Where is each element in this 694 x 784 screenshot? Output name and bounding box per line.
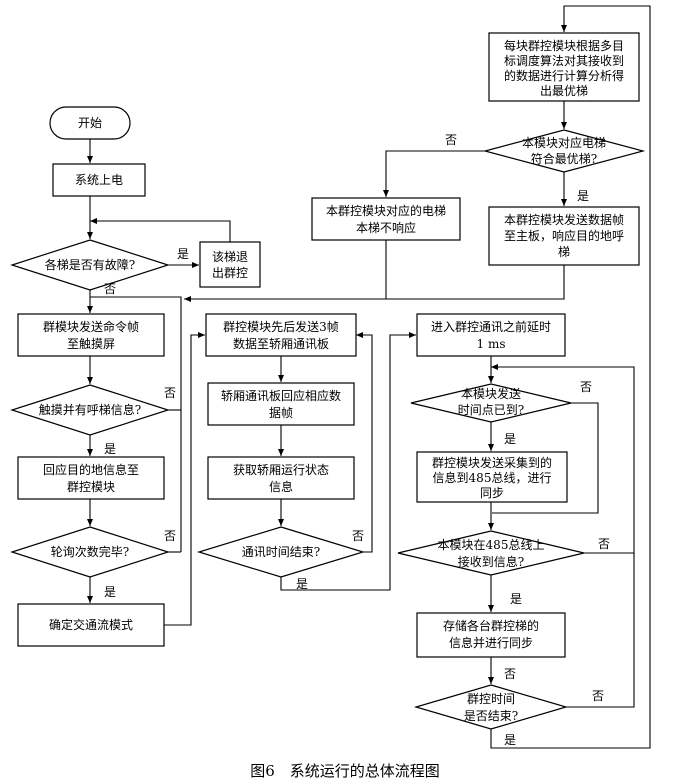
reply-dest-line1: 回应目的地信息至 (43, 462, 139, 477)
best-check-line2: 符合最优梯? (531, 151, 597, 166)
fault-yes-label: 是 (177, 247, 189, 261)
send-485-line3: 同步 (480, 486, 504, 500)
poll-yes-label: 是 (104, 585, 116, 599)
car-status-line1: 获取轿厢运行状态 (233, 462, 329, 477)
touch-no-label: 否 (164, 386, 176, 400)
determine-traffic-label: 确定交通流模式 (49, 617, 133, 632)
send-cmd-touch-line2: 至触摸屏 (67, 337, 115, 351)
calc-best-line2: 标调度算法对其接收到 (504, 53, 624, 68)
send-485-line1: 群控模块发送采集到的 (432, 455, 552, 470)
send-3frames-line2: 数据至轿厢通讯板 (233, 336, 329, 351)
comm-time-label: 通讯时间结束? (242, 545, 320, 559)
no-response-line1: 本群控模块对应的电梯 (326, 203, 446, 218)
calc-best-line1: 每块群控模块根据多目 (504, 38, 624, 53)
send-time-line2: 时间点已到? (458, 403, 524, 417)
send-485-box (416, 451, 568, 503)
comm-no-label: 否 (352, 529, 364, 543)
recv-no-label: 否 (598, 537, 610, 551)
power-on-label: 系统上电 (75, 173, 123, 187)
best-yes-label: 是 (577, 189, 589, 203)
calc-best-line3: 的数据进行计算分析得 (504, 68, 624, 83)
group-end-no-label: 否 (592, 689, 604, 703)
fault-no-label: 否 (104, 282, 116, 296)
start-label: 开始 (78, 116, 102, 130)
recv-yes-label: 是 (510, 592, 522, 606)
car-reply-box (207, 382, 355, 426)
send-time-yes-label: 是 (504, 432, 516, 446)
power-on-box (52, 163, 146, 197)
calc-best-box (488, 32, 640, 102)
send-main-line3: 梯 (558, 245, 570, 259)
store-no-label: 否 (504, 667, 516, 681)
comm-yes-label: 是 (296, 577, 308, 591)
poll-no-label: 否 (164, 529, 176, 543)
exit-group-box (199, 241, 261, 288)
send-time-line1: 本模块发送 (461, 386, 521, 401)
send-time-no-label: 否 (580, 380, 592, 394)
store-sync-box (416, 612, 566, 658)
exit-group-line2: 出群控 (212, 266, 248, 280)
exit-group-line1: 该梯退 (212, 250, 248, 264)
send-main-line1: 本群控模块发送数据帧 (504, 212, 624, 227)
recv-485-line1: 本模块在485总线上 (438, 538, 545, 552)
send-3frames-line1: 群控模块先后发送3帧 (223, 319, 339, 334)
reply-dest-line2: 群控模块 (67, 480, 115, 494)
best-no-label: 否 (445, 133, 457, 147)
no-response-line2: 本梯不响应 (356, 220, 416, 235)
send-main-line2: 至主板，响应目的地呼 (504, 228, 624, 243)
group-end-line1: 群控时间 (467, 692, 515, 706)
send-cmd-touch-box (17, 313, 165, 357)
touch-call-label: 触摸并有呼梯信息? (39, 402, 141, 417)
reply-dest-box (17, 456, 165, 500)
best-check-line1: 本模块对应电梯 (522, 135, 606, 150)
determine-traffic-box (17, 603, 165, 647)
car-status-box (207, 456, 355, 500)
send-485-line2: 信息到485总线，进行 (433, 470, 552, 485)
store-sync-line2: 信息并进行同步 (449, 635, 533, 650)
figure-caption: 图6 系统运行的总体流程图 (250, 762, 440, 780)
delay-line2: 1 ms (477, 337, 506, 351)
recv-485-line2: 接收到信息? (458, 554, 524, 569)
delay-box (416, 313, 566, 357)
car-reply-line2: 据帧 (269, 406, 293, 420)
send-3frames-box (205, 313, 357, 357)
send-cmd-touch-line1: 群模块发送命令帧 (43, 319, 139, 334)
calc-best-line4: 出最优梯 (540, 84, 588, 98)
group-end-yes-label: 是 (504, 733, 516, 747)
send-main-box (488, 206, 640, 266)
touch-yes-label: 是 (104, 442, 116, 456)
poll-done-label: 轮询次数完毕? (51, 544, 129, 559)
store-sync-line1: 存储各台群控梯的 (443, 618, 539, 633)
car-reply-line1: 轿厢通讯板回应相应数 (221, 388, 341, 403)
group-end-line2: 是否结束? (464, 709, 518, 723)
delay-line1: 进入群控通讯之前延时 (431, 319, 551, 334)
car-status-line2: 信息 (269, 479, 293, 494)
no-response-box (311, 197, 461, 241)
fault-check-label: 各梯是否有故障? (45, 257, 135, 272)
